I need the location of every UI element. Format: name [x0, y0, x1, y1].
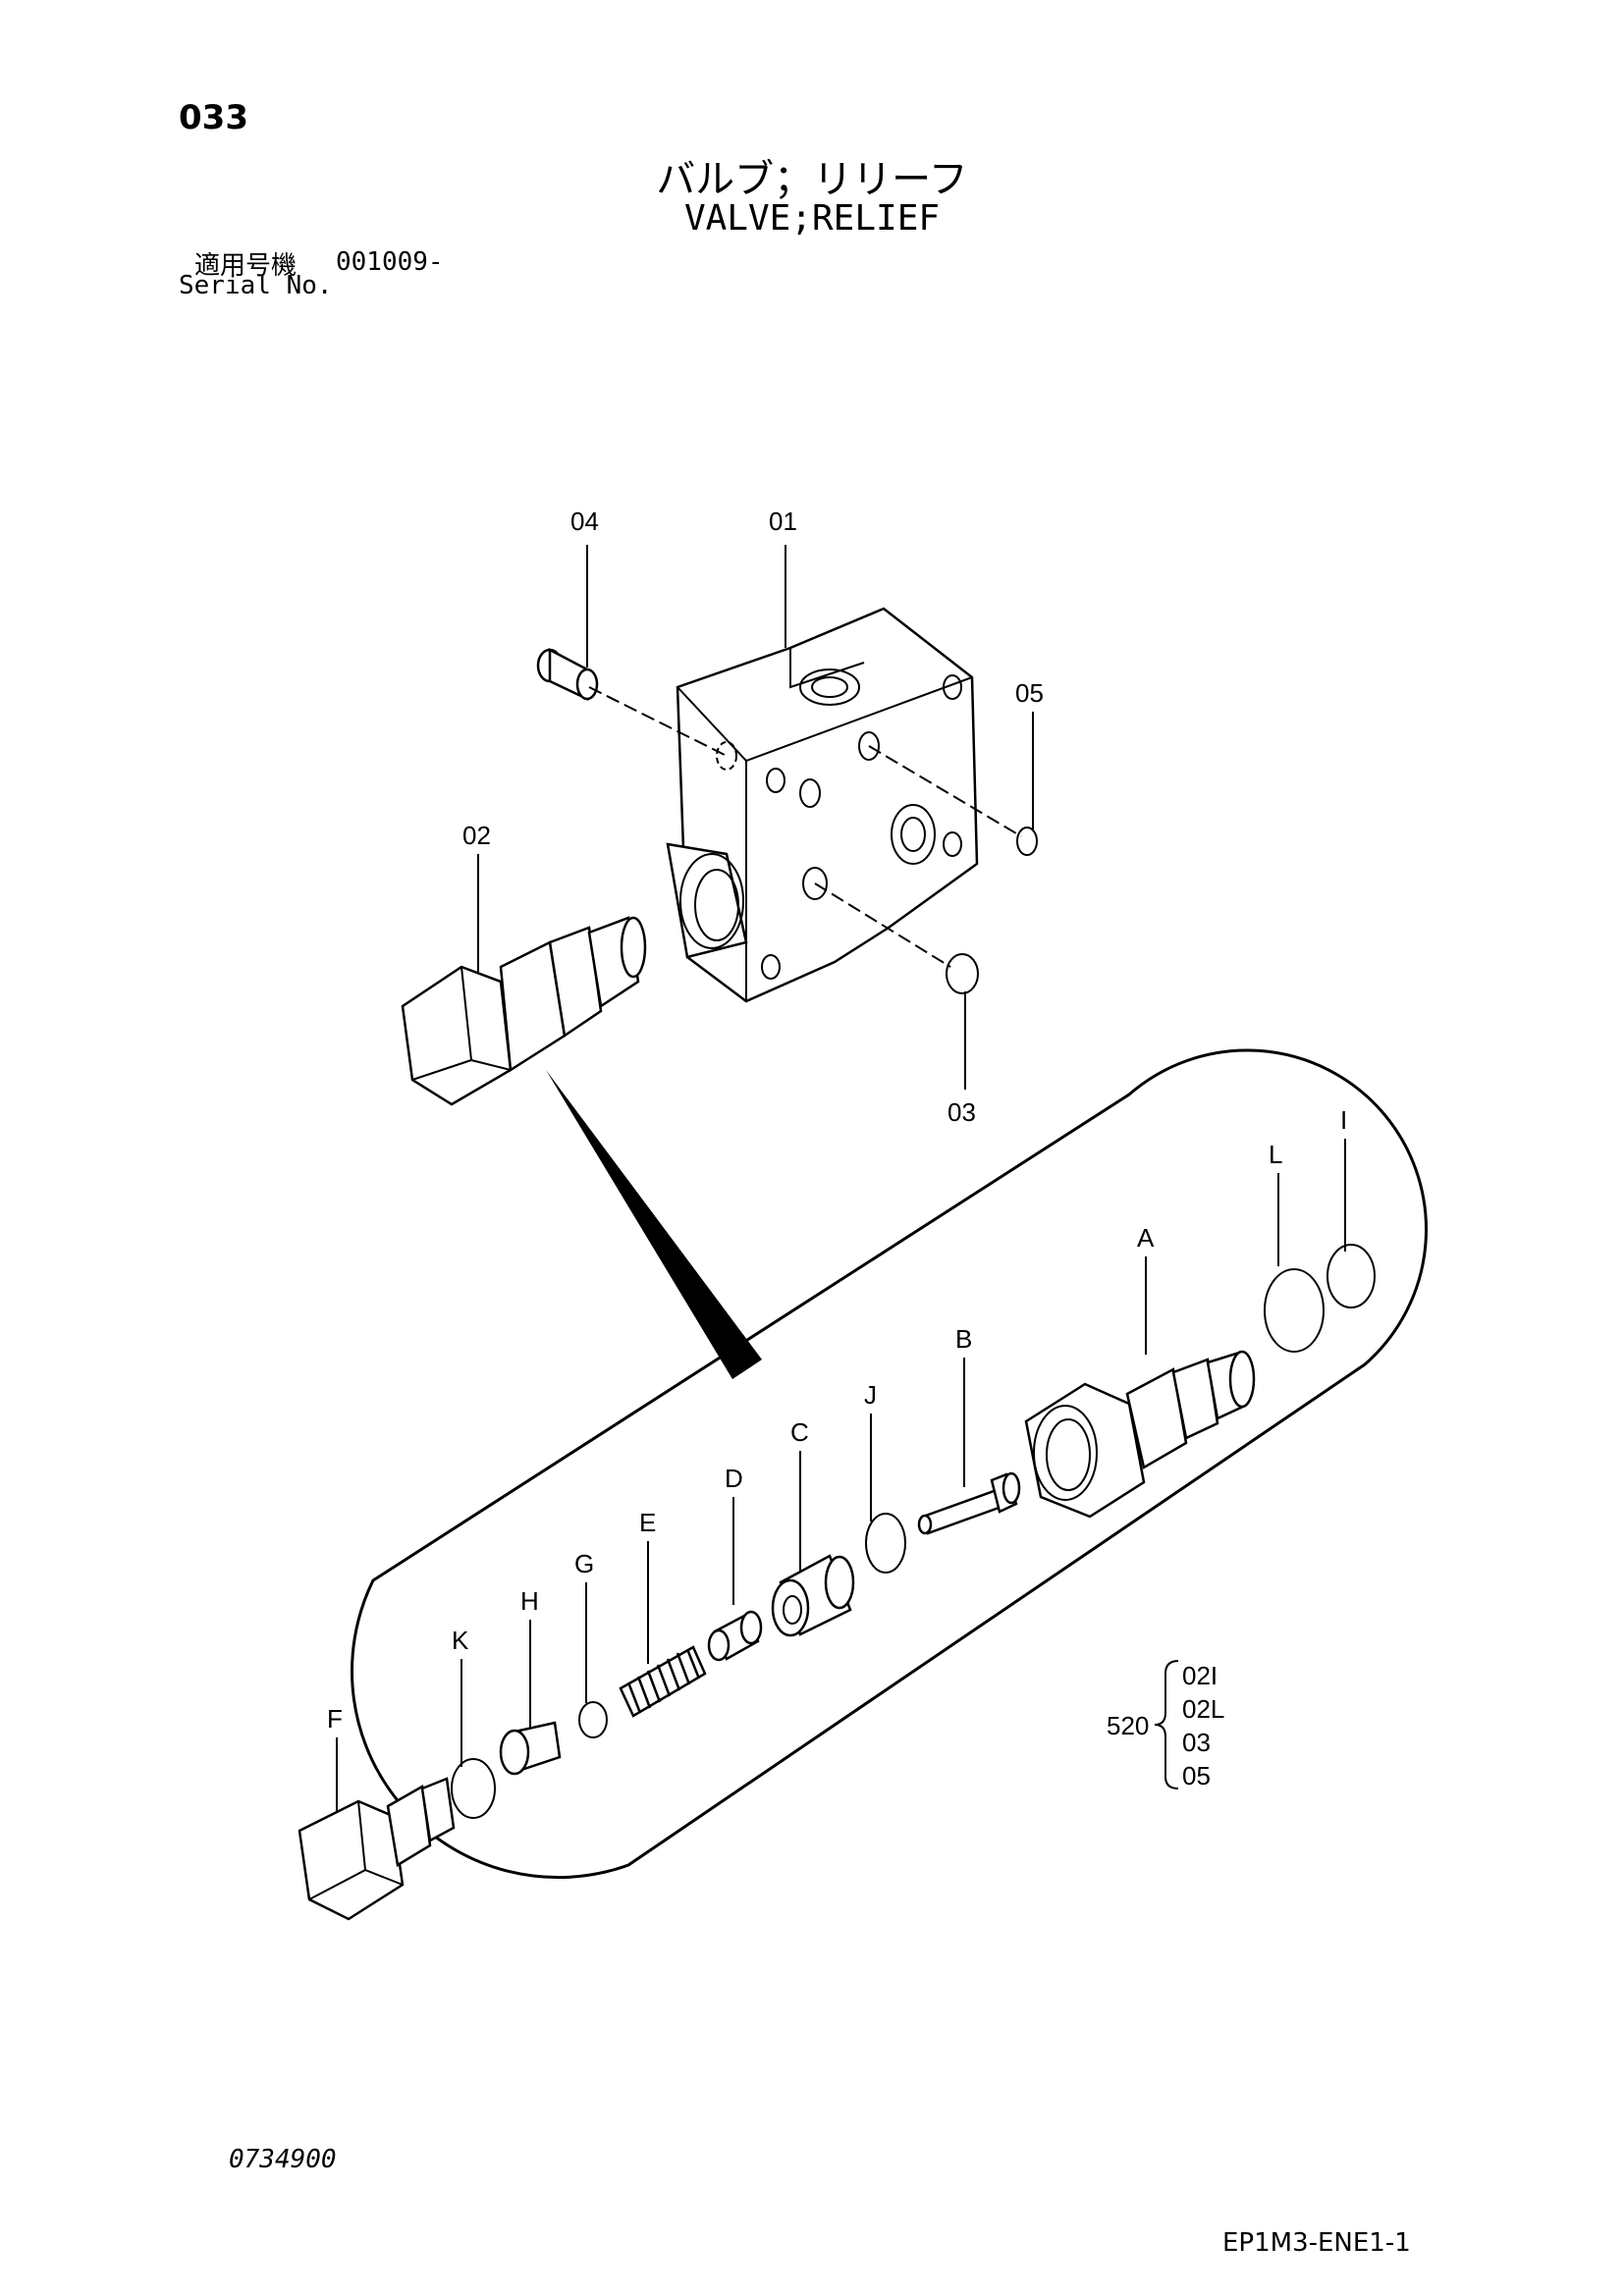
spring-part-E	[619, 1645, 707, 1718]
kit-item-4: 05	[1182, 1761, 1211, 1790]
sleeve-part-A	[1024, 1350, 1256, 1519]
label-F: F	[327, 1704, 343, 1734]
serial-label-japanese: 適用号機	[194, 251, 298, 281]
kit-item-1: 02I	[1182, 1661, 1218, 1690]
relief-valve-part-02	[401, 916, 647, 1106]
label-03: 03	[947, 1097, 976, 1127]
label-A: A	[1137, 1223, 1155, 1253]
kit-number: 520	[1107, 1711, 1149, 1740]
poppet-part-D	[707, 1610, 763, 1662]
label-H: H	[520, 1586, 539, 1616]
label-04: 04	[570, 507, 599, 536]
label-K: K	[452, 1626, 469, 1655]
valve-body-part-01	[666, 607, 979, 1003]
page-code: EP1M3-ENE1-1	[1222, 2228, 1411, 2258]
o-ring-part-03	[946, 953, 979, 994]
serial-value: 001009-	[336, 247, 444, 277]
label-01: 01	[769, 507, 797, 536]
label-L: L	[1269, 1140, 1282, 1169]
o-ring-part-J	[865, 1513, 906, 1574]
label-J: J	[864, 1380, 877, 1410]
serial-label-english: Serial No.	[179, 271, 333, 300]
kit-brace	[1154, 1660, 1179, 1789]
plug-part-04	[536, 647, 599, 701]
detail-capsule-outline	[351, 1048, 1428, 1880]
label-D: D	[725, 1464, 743, 1493]
seat-part-C	[771, 1554, 855, 1637]
label-C: C	[790, 1417, 809, 1447]
cap-part-F	[298, 1777, 456, 1921]
label-E: E	[639, 1508, 656, 1537]
pin-part-H	[499, 1721, 562, 1776]
title-japanese: バルブ；リリーフ	[656, 157, 968, 202]
label-I: I	[1340, 1105, 1347, 1135]
washer-part-G	[578, 1701, 608, 1738]
page-number: 033	[179, 98, 248, 137]
guide-line-03	[814, 882, 951, 968]
drawing-number: 0734900	[229, 2145, 337, 2174]
guide-line-04	[588, 686, 728, 757]
detail-pointer	[546, 1070, 762, 1379]
label-05: 05	[1015, 678, 1044, 708]
title-english: VALVE;RELIEF	[683, 198, 941, 239]
label-02: 02	[462, 821, 491, 850]
label-G: G	[574, 1549, 594, 1578]
label-B: B	[955, 1324, 972, 1354]
guide-line-05	[868, 745, 1022, 837]
o-ring-part-L	[1264, 1268, 1325, 1353]
kit-item-2: 02L	[1182, 1694, 1224, 1724]
o-ring-part-05	[1016, 827, 1038, 856]
piston-part-B	[917, 1471, 1021, 1535]
o-ring-part-I	[1326, 1244, 1376, 1308]
o-ring-part-K	[451, 1758, 496, 1819]
kit-item-3: 03	[1182, 1728, 1211, 1757]
